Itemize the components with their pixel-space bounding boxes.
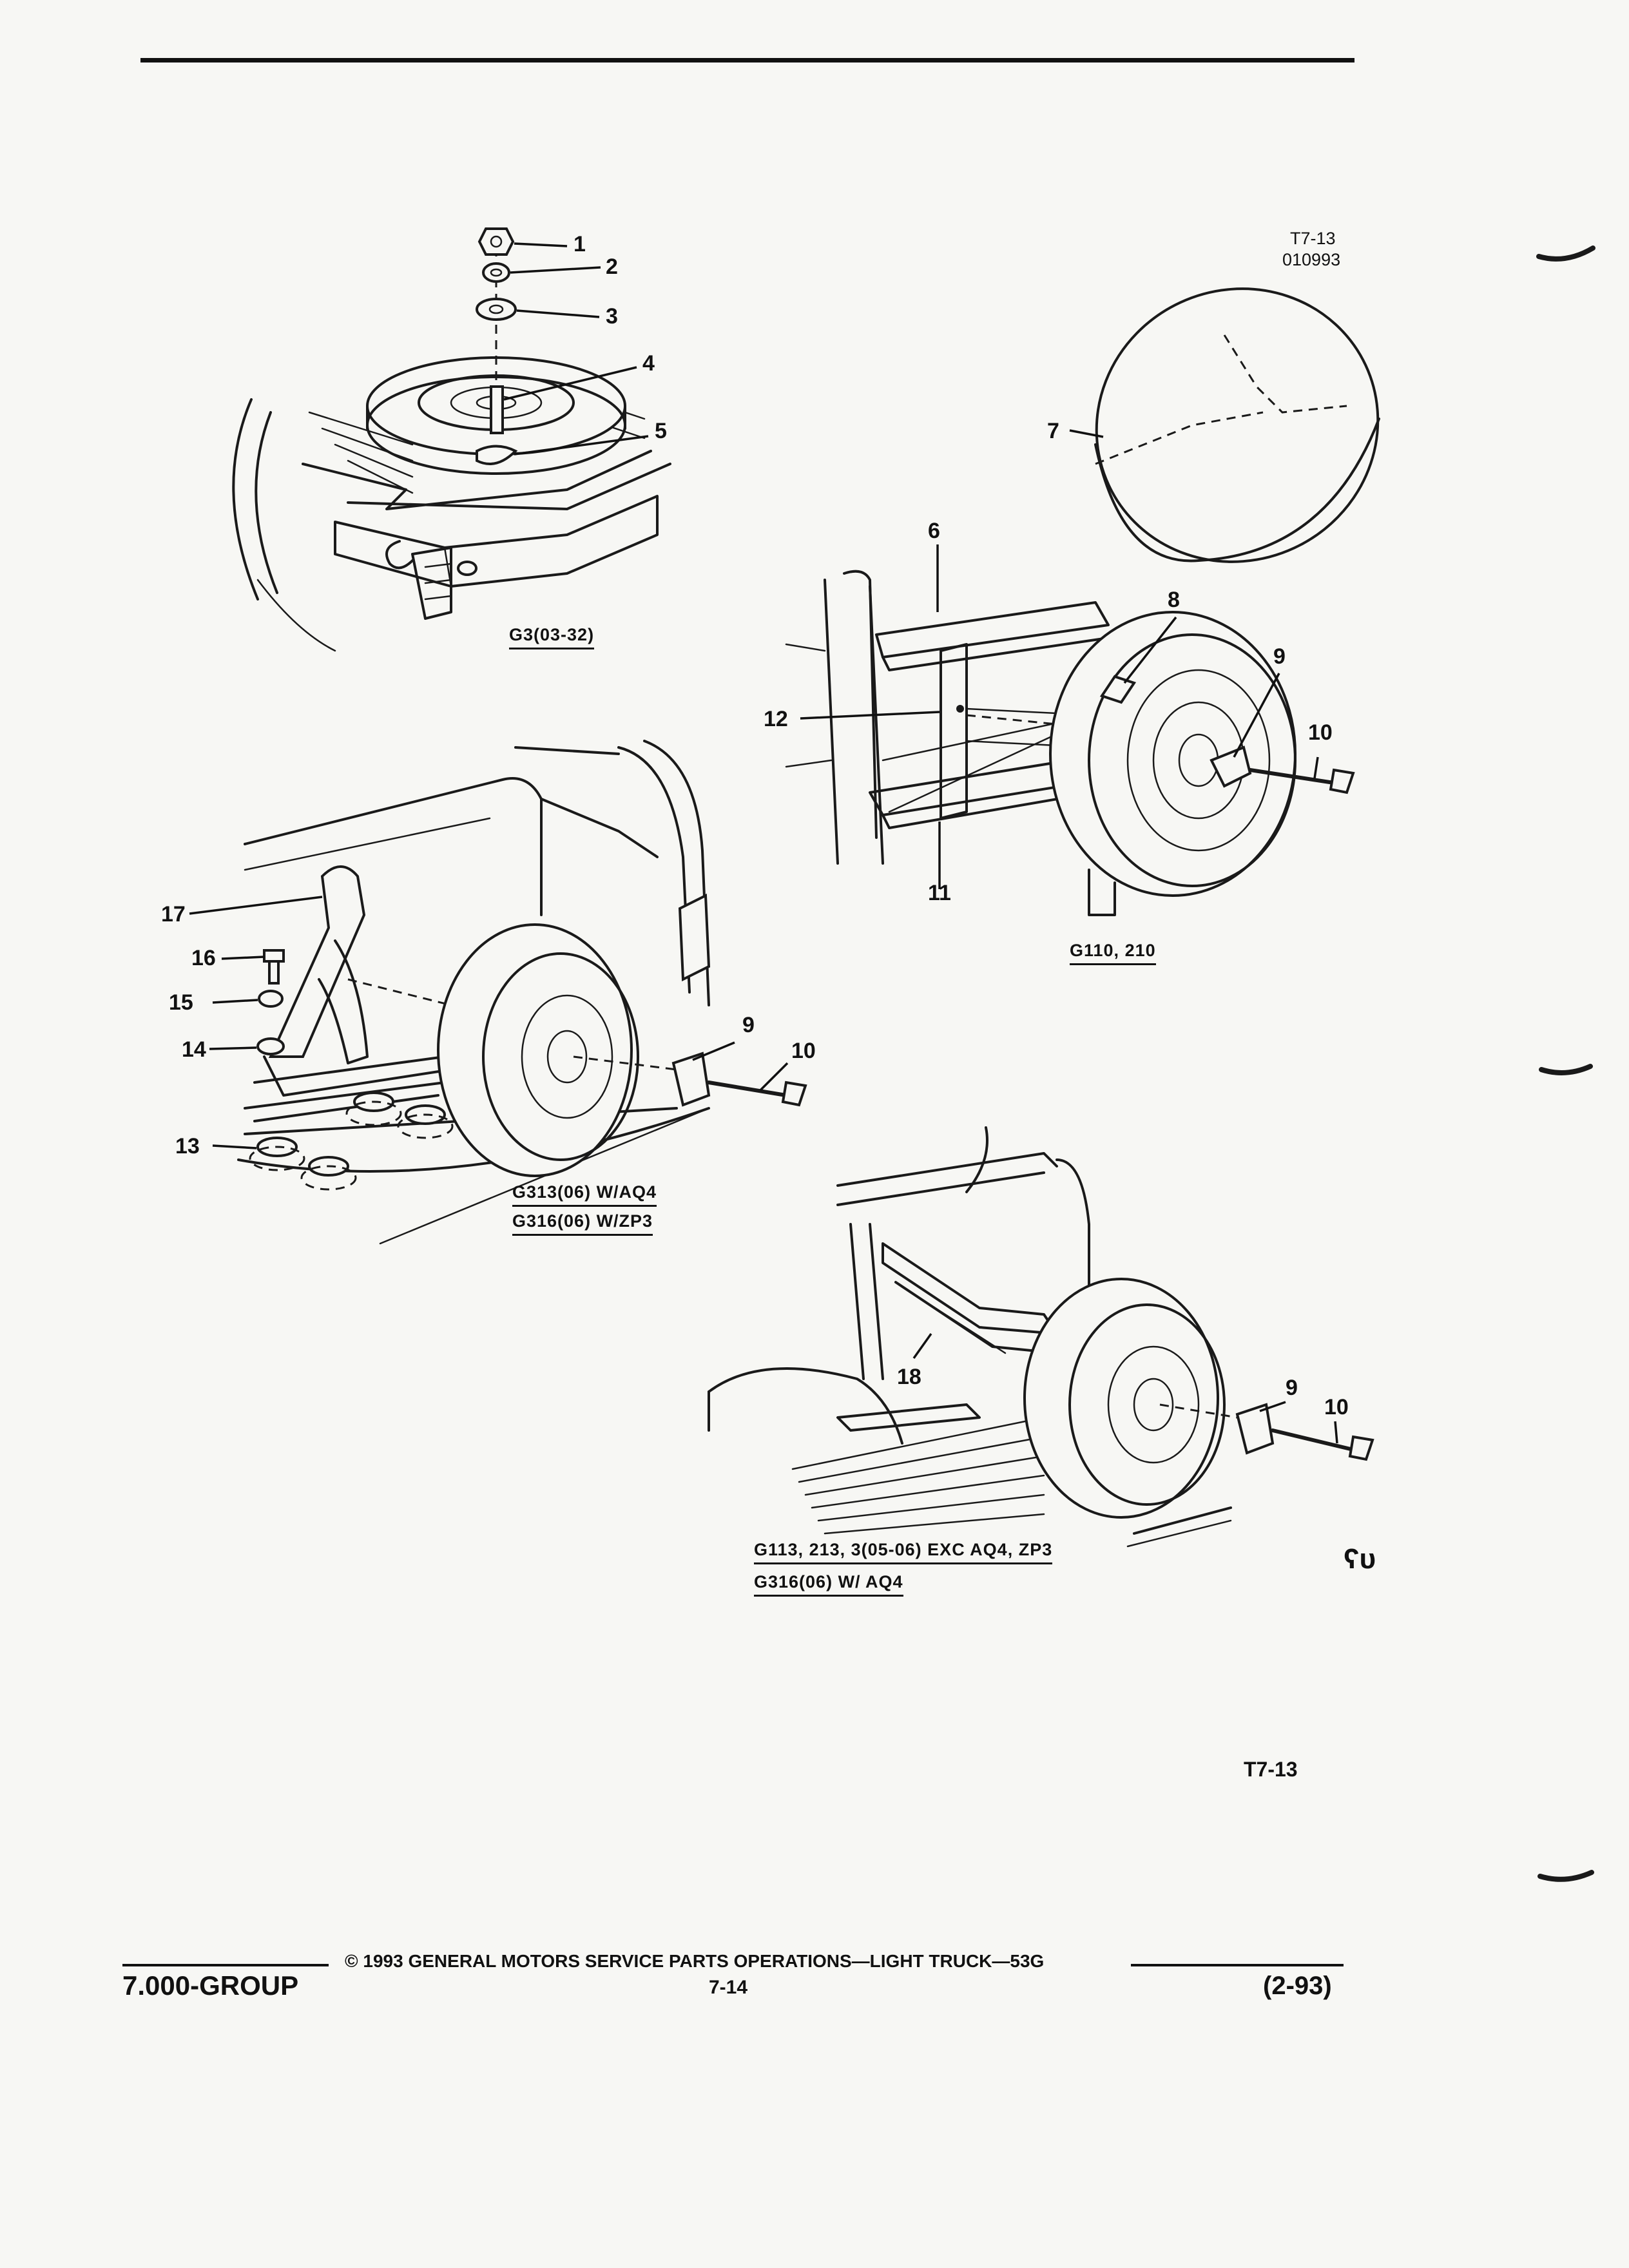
edge-mark-3 bbox=[1537, 1870, 1594, 1882]
footer-page: 7-14 bbox=[709, 1977, 748, 1998]
callout-6: 6 bbox=[928, 519, 940, 543]
figure-2-drawing bbox=[785, 287, 1380, 916]
callout-3: 3 bbox=[606, 304, 618, 329]
callout-7: 7 bbox=[1047, 419, 1059, 443]
callout-12: 12 bbox=[764, 707, 788, 731]
top-rule bbox=[140, 58, 1354, 62]
footer-date: (2-93) bbox=[1263, 1972, 1332, 2000]
footer-rule-right bbox=[1131, 1964, 1344, 1966]
caption-fig4-a: G113, 213, 3(05-06) EXC AQ4, ZP3 bbox=[754, 1540, 1053, 1564]
callout-11: 11 bbox=[928, 881, 951, 905]
caption-fig3-b: G316(06) W/ZP3 bbox=[512, 1211, 653, 1236]
corner-mark: ʕᴜ bbox=[1344, 1543, 1376, 1575]
callout-9: 9 bbox=[1273, 644, 1286, 669]
caption-fig3-a: G313(06) W/AQ4 bbox=[512, 1182, 657, 1207]
callout-9c: 9 bbox=[1286, 1376, 1298, 1400]
callout-2: 2 bbox=[606, 255, 618, 279]
callout-16: 16 bbox=[191, 946, 216, 970]
figure-3-drawing bbox=[189, 740, 807, 1245]
callout-4: 4 bbox=[642, 351, 655, 376]
ref-code: T7-13 bbox=[1290, 229, 1336, 248]
callout-9b: 9 bbox=[742, 1013, 755, 1037]
edge-mark-1 bbox=[1536, 245, 1595, 262]
footer-copyright: © 1993 GENERAL MOTORS SERVICE PARTS OPER… bbox=[345, 1951, 1045, 1971]
callout-15: 15 bbox=[169, 990, 193, 1015]
callout-17: 17 bbox=[161, 902, 186, 927]
caption-fig4-b: G316(06) W/ AQ4 bbox=[754, 1572, 903, 1597]
edge-mark-2 bbox=[1539, 1064, 1593, 1075]
figure-tag: T7-13 bbox=[1244, 1758, 1298, 1781]
callout-18: 18 bbox=[897, 1365, 921, 1389]
footer-group: 7.000-GROUP bbox=[122, 1970, 299, 2001]
caption-fig2: G110, 210 bbox=[1070, 941, 1156, 965]
callout-8: 8 bbox=[1168, 588, 1180, 612]
callout-1: 1 bbox=[574, 232, 586, 256]
figure-1-drawing bbox=[232, 227, 671, 652]
callout-5: 5 bbox=[655, 419, 667, 443]
callout-10c: 10 bbox=[1324, 1395, 1349, 1419]
figure-4-drawing bbox=[708, 1126, 1374, 1548]
footer-rule-left bbox=[122, 1964, 329, 1966]
callout-10b: 10 bbox=[791, 1039, 816, 1063]
callout-13: 13 bbox=[175, 1134, 200, 1158]
callout-14: 14 bbox=[182, 1037, 206, 1062]
caption-fig1: G3(03-32) bbox=[509, 625, 595, 649]
callout-10: 10 bbox=[1308, 720, 1333, 745]
ref-number: 010993 bbox=[1282, 250, 1341, 269]
